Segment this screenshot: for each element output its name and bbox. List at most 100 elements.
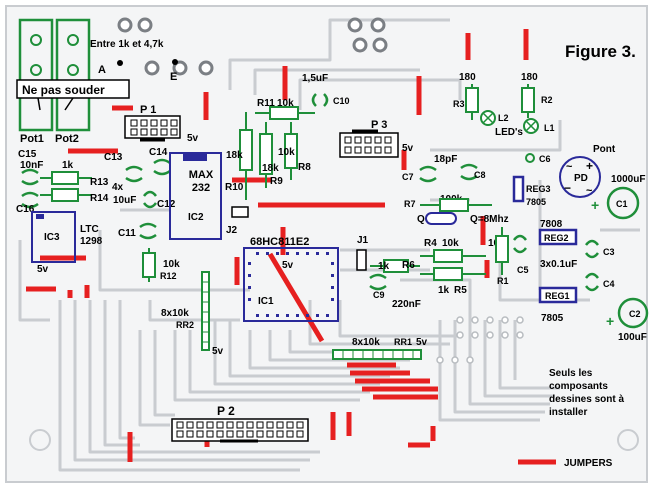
c14-label: C14 <box>149 147 168 158</box>
ic3-label: IC3 <box>44 232 60 243</box>
resistor-r9 <box>259 122 273 188</box>
p1-5v-label: 5v <box>187 133 199 144</box>
c10-label: C10 <box>333 96 350 106</box>
p1-label: P 1 <box>140 104 156 116</box>
reg3-value: 7805 <box>526 197 546 207</box>
r12-label: R12 <box>160 271 177 281</box>
q-frequency: Q=8Mhz <box>470 214 509 225</box>
r1-label: R1 <box>497 276 509 286</box>
resistor-r10 <box>239 112 253 200</box>
footnote-line-4: installer <box>549 407 587 418</box>
c11-label: C11 <box>118 228 136 239</box>
reg2-value: 7808 <box>540 219 563 230</box>
capacitor-c16 <box>21 191 39 209</box>
regulator-reg3 <box>512 175 525 203</box>
r7-label: R7 <box>404 199 416 209</box>
board-corner-holes <box>29 429 639 451</box>
rr2-pins <box>202 281 209 343</box>
c-3x-value: 3x0.1uF <box>540 259 577 270</box>
bridge-label: Pont <box>593 144 616 155</box>
rr1-5v-label: 5v <box>416 337 428 348</box>
rr1-label: RR1 <box>394 337 412 347</box>
r10-value: 18k <box>226 150 243 161</box>
capacitor-c3 <box>585 239 599 259</box>
c5-label: C5 <box>517 265 529 275</box>
capacitor-c15 <box>21 168 39 186</box>
resistor-r2 <box>521 84 535 118</box>
pot1 <box>18 18 54 132</box>
regulator-reg2 <box>538 228 578 246</box>
resistor-hint: Entre 1k et 4,7k <box>90 39 164 50</box>
resistor-r4 <box>420 249 486 263</box>
bridge-rectifier <box>559 156 601 198</box>
r11-label: R11 <box>257 98 275 109</box>
r4-value: 10k <box>442 238 459 249</box>
c12-label: C12 <box>157 199 176 210</box>
r2-label: R2 <box>541 95 553 105</box>
rr1-pins <box>342 350 414 359</box>
ic1-part-label: 68HC811E2 <box>250 236 309 248</box>
p3-label: P 3 <box>371 119 387 131</box>
capacitor-c1 <box>606 186 640 220</box>
ic1-5v-label: 5v <box>282 260 294 271</box>
bridge-plus: + <box>586 159 593 173</box>
footnote-line-1: Seuls les <box>549 368 593 379</box>
pad-field <box>436 316 524 364</box>
c-count-label: 4x <box>112 182 124 193</box>
c15-label: C15 <box>18 149 37 160</box>
c10-value: 1,5uF <box>302 73 328 84</box>
c13-label: C13 <box>104 152 123 163</box>
capacitor-c4 <box>585 272 599 292</box>
max-label: MAX <box>189 169 214 181</box>
max-number: 232 <box>192 182 210 194</box>
c9-value: 220nF <box>392 299 421 310</box>
resistor-r1 <box>495 227 509 275</box>
resistor-r5 <box>420 267 486 281</box>
resistor-r12 <box>142 248 156 282</box>
r9-label: R9 <box>270 176 283 187</box>
c7-label: C7 <box>402 172 414 182</box>
led-l2 <box>480 110 496 126</box>
c-value-label: 10uF <box>113 195 136 206</box>
rr2-label: RR2 <box>176 320 194 330</box>
capacitor-c6 <box>525 153 535 163</box>
capacitor-c9 <box>369 273 387 291</box>
capacitor-c7 <box>419 165 437 183</box>
jumper-j1 <box>356 249 367 271</box>
ic1-label: IC1 <box>258 296 274 307</box>
r10-label: R10 <box>225 182 244 193</box>
probe-e-label: E <box>170 71 177 83</box>
leds-label: LED's <box>495 127 523 138</box>
bridge-ac-left: ~ <box>566 161 573 173</box>
reg3-label: REG3 <box>526 184 551 194</box>
capacitor-c8 <box>460 163 478 181</box>
r8-label: R8 <box>298 162 311 173</box>
c2-plus: + <box>606 313 614 329</box>
figure-title: Figure 3. <box>565 42 636 61</box>
c1-label: C1 <box>616 199 628 209</box>
r6-label: R6 <box>402 260 415 271</box>
capacitor-c12 <box>143 190 157 209</box>
r8-value: 10k <box>278 147 295 158</box>
probe-a-dot <box>117 60 123 66</box>
r9-value: 18k <box>262 163 279 174</box>
reg2-label: REG2 <box>544 233 569 243</box>
jumpers <box>26 29 556 465</box>
r14-label: R14 <box>90 193 109 204</box>
r5-label: R5 <box>454 285 467 296</box>
p3-5v-label: 5v <box>402 143 414 154</box>
r11-value: 10k <box>277 98 294 109</box>
resistor-network-rr1 <box>332 349 422 360</box>
resistor-r14 <box>40 188 92 202</box>
r13-r14-value: 1k <box>62 160 74 171</box>
pot-wiper-line <box>37 97 74 111</box>
resistor-r7 <box>420 198 492 212</box>
r12-value: 10k <box>163 259 180 270</box>
bridge-minus: − <box>564 181 571 195</box>
ic1-68hc811e2 <box>243 247 339 322</box>
probe-e-dot <box>172 59 178 65</box>
c16-label: C16 <box>16 204 35 215</box>
capacitor-c14 <box>153 158 171 176</box>
ic2-label: IC2 <box>188 212 204 223</box>
